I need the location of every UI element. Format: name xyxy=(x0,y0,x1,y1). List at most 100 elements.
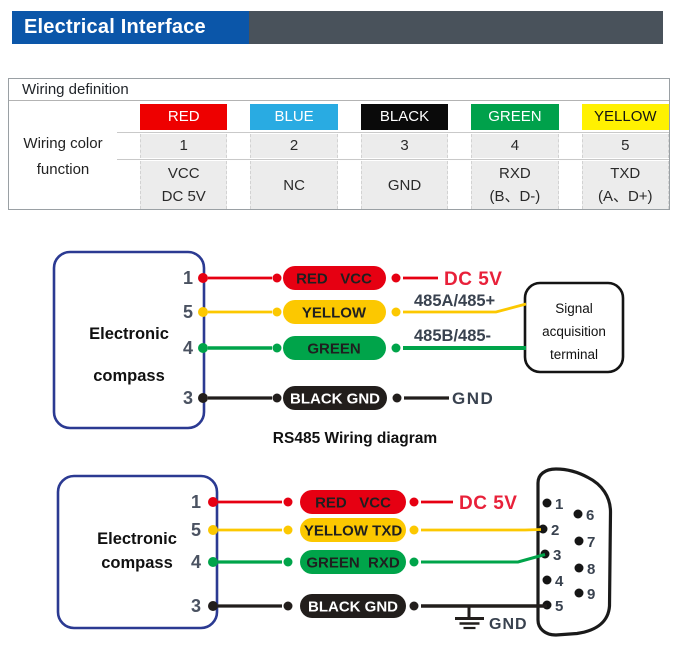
db9-connector: 1 2 3 4 5 6 7 8 9 xyxy=(536,467,613,637)
db9-pin-dot-9 xyxy=(574,588,584,598)
wire-dot xyxy=(272,273,282,283)
page-title: Electrical Interface xyxy=(12,11,249,44)
db9-pin-label: 8 xyxy=(587,561,595,578)
dc5v-label: DC 5V xyxy=(459,493,517,514)
pill-label: RED VCC xyxy=(315,495,391,512)
wire-dot xyxy=(272,343,282,353)
wire-dot xyxy=(272,393,282,403)
wiring-row-green: 4 GREEN RXD xyxy=(191,550,546,574)
wire-color-pill xyxy=(283,266,386,290)
pin-number: 3 xyxy=(191,596,201,616)
function-line2: DC 5V xyxy=(161,188,206,205)
wire-dot xyxy=(409,557,419,567)
wire-dot xyxy=(392,393,402,403)
device-label-line2: compass xyxy=(93,367,165,385)
device-label-line1: Electronic xyxy=(97,530,177,548)
wire-color-pill xyxy=(300,594,406,618)
color-cell-yellow: YELLOW xyxy=(581,104,669,130)
pill-label: RED VCC xyxy=(296,271,372,288)
wire-color-pill xyxy=(283,300,386,324)
pin-number-cell: 3 xyxy=(360,134,449,158)
db9-outline xyxy=(536,467,613,637)
color-cell-blue: BLUE xyxy=(250,104,338,130)
function-line1: VCC xyxy=(167,165,200,182)
wire-dot xyxy=(391,273,401,283)
function-cell: RXD (B、D-) xyxy=(471,161,559,209)
gnd-label: GND xyxy=(452,389,494,408)
pill-label: BLACK GND xyxy=(290,391,380,408)
pin-number: 5 xyxy=(183,302,193,322)
wire-dot xyxy=(272,307,282,317)
pill-label: YELLOW xyxy=(302,305,367,322)
table-column-blue: BLUE 2 NC xyxy=(250,104,338,209)
pin-number-cell: 1 xyxy=(140,134,228,158)
wiring-row-yellow: 5 YELLOW 485A/485+ xyxy=(183,292,527,324)
color-cell-green: GREEN xyxy=(471,104,559,130)
pill-label: BLACK GND xyxy=(308,599,398,616)
pin-number: 5 xyxy=(191,520,201,540)
pin-dot xyxy=(208,557,218,567)
wire-dot xyxy=(391,343,401,353)
device-label-line1: Electronic xyxy=(89,325,169,343)
wiring-row-green: 4 GREEN 485B/485- xyxy=(183,327,526,360)
function-cell: NC xyxy=(250,161,338,209)
db9-pin-dot-1 xyxy=(542,498,552,508)
pin-dot xyxy=(198,343,208,353)
wiring-definition-table: Wiring definition Wiring color function … xyxy=(8,78,670,210)
wire-dot xyxy=(283,601,293,611)
db9-wiring-diagram: Electronic compass 1 2 3 4 5 6 7 8 9 1 R… xyxy=(56,467,613,637)
function-cell: TXD (A、D+) xyxy=(581,161,669,209)
db9-pin-dot-7 xyxy=(574,536,584,546)
function-line1: TXD xyxy=(610,165,641,182)
electronic-compass-box xyxy=(52,250,206,430)
pin-dot xyxy=(208,601,218,611)
pin-number: 3 xyxy=(183,388,193,408)
wire-color-pill xyxy=(300,490,406,514)
db9-pin-label: 4 xyxy=(555,573,564,590)
wiring-row-black: 3 BLACK GND GND xyxy=(183,386,494,410)
db9-pin-label: 9 xyxy=(587,586,595,603)
earth-ground-symbol xyxy=(455,606,484,630)
db9-pin-label: 2 xyxy=(551,522,559,539)
wire-color-pill xyxy=(300,550,406,574)
wiring-row-yellow: 5 YELLOW TXD xyxy=(191,518,542,542)
wire-dot xyxy=(283,557,293,567)
row-label-line2: function xyxy=(36,160,90,178)
wire-dot xyxy=(283,497,293,507)
db9-pin-dot-4 xyxy=(542,575,552,585)
wire-dot xyxy=(391,307,401,317)
function-line1: RXD xyxy=(499,165,531,182)
pin-dot xyxy=(208,497,218,507)
pin-dot xyxy=(208,525,218,535)
color-cell-red: RED xyxy=(140,104,228,130)
pin-dot xyxy=(198,393,208,403)
pill-label: YELLOW TXD xyxy=(304,523,402,540)
gnd-label: GND xyxy=(489,616,528,633)
signal-label-485b: 485B/485- xyxy=(414,327,491,345)
db9-pin-dot-2 xyxy=(538,524,548,534)
table-row-separator xyxy=(9,132,669,133)
wiring-row-red: 1 RED VCC DC 5V xyxy=(191,490,517,514)
db9-pin-dot-6 xyxy=(573,509,583,519)
wire-color-pill xyxy=(283,386,387,410)
color-cell-black: BLACK xyxy=(360,104,449,130)
function-line1: NC xyxy=(283,176,305,194)
device-label-line2: compass xyxy=(101,554,173,572)
db9-pin-label: 1 xyxy=(555,496,563,513)
section-header-bar: Electrical Interface xyxy=(12,11,663,44)
terminal-label-line1: Signal xyxy=(555,301,593,316)
wire-dot xyxy=(409,525,419,535)
pin-dot xyxy=(198,307,208,317)
diagram-caption: RS485 Wiring diagram xyxy=(273,430,437,447)
row-label-line1: Wiring color xyxy=(23,134,103,152)
wiring-row-black: 3 BLACK GND GND xyxy=(191,594,547,633)
pill-label: GREEN xyxy=(307,341,360,358)
table-body: Wiring color function RED 1 VCC DC 5V BL… xyxy=(9,101,669,209)
function-line2: (A、D+) xyxy=(597,188,653,205)
pin-number-cell: 4 xyxy=(471,134,559,158)
db9-pin-label: 6 xyxy=(586,507,594,524)
wire xyxy=(403,302,527,314)
wire-color-pill xyxy=(300,518,406,542)
signal-acquisition-terminal-box xyxy=(523,281,625,374)
table-column-yellow: YELLOW 5 TXD (A、D+) xyxy=(581,104,669,209)
